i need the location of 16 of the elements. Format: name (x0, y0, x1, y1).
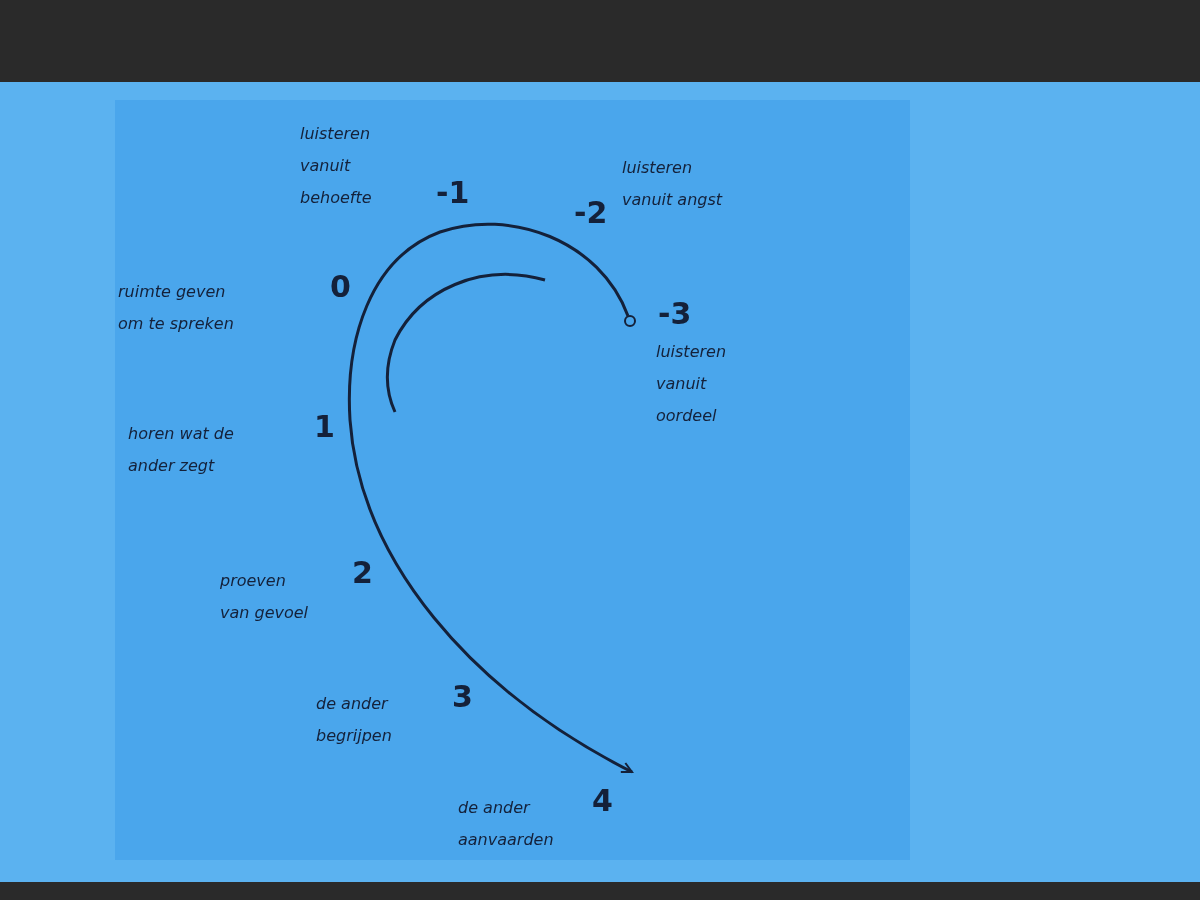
stage-label: horen wat de ander zegt (128, 423, 235, 477)
scale-number: 2 (352, 556, 373, 590)
scale-number: 0 (330, 270, 351, 304)
scale-number: -1 (436, 176, 470, 210)
scale-number: -3 (658, 297, 692, 331)
stage-label: luisteren vanuit angst (622, 157, 724, 211)
stage-label: de ander begrijpen (316, 693, 393, 747)
stage-label: ruimte geven om te spreken (118, 281, 235, 335)
stage-label: proeven van gevoel (220, 570, 310, 624)
stage-label: luisteren vanuit oordeel (656, 341, 728, 427)
stage-label: luisteren vanuit behoefte (300, 123, 373, 209)
scale-number: 1 (314, 410, 335, 444)
stage-label: de ander aanvaarden (458, 797, 555, 851)
scale-number: 3 (452, 680, 473, 714)
scale-number: -2 (574, 196, 608, 230)
scale-number: 4 (592, 784, 613, 818)
